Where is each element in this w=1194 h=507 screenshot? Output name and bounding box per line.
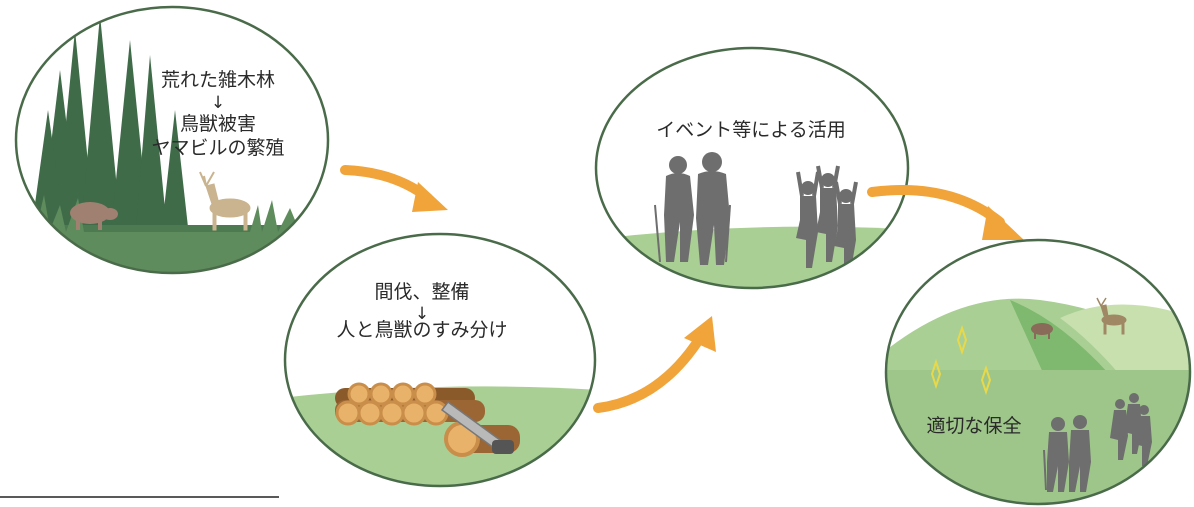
stage-neglected-line-3: 鳥獣被害 xyxy=(180,113,256,135)
stage-events-line-1: イベント等による活用 xyxy=(656,119,845,141)
sparkle-icons xyxy=(930,324,992,396)
arrow-1 xyxy=(340,165,448,212)
stage-neglected: 荒れた雑木林 ↓ 鳥獣被害 ヤマビルの繁殖 xyxy=(14,5,330,275)
stage-thinning-line-1: 間伐、整備 xyxy=(374,281,469,303)
stage-thinning-line-3: 人と鳥獣のすみ分け xyxy=(336,319,507,341)
stage-events: イベント等による活用 xyxy=(594,46,910,290)
stage-thinning: 間伐、整備 ↓ 人と鳥獣のすみ分け xyxy=(283,232,597,488)
arrow-3 xyxy=(867,185,1024,240)
stage-neglected-line-2: ↓ xyxy=(211,93,225,113)
stage-conservation-line-1: 適切な保全 xyxy=(926,415,1021,437)
yoga-people-icon-small xyxy=(1110,393,1152,466)
arrow-2 xyxy=(593,316,716,413)
hikers-icon xyxy=(654,152,731,265)
yoga-people-icon xyxy=(796,165,858,276)
hikers-icon-small xyxy=(1043,415,1091,492)
saw-icon xyxy=(440,400,514,454)
stage-conservation: 適切な保全 xyxy=(884,238,1192,506)
deer-icon-small xyxy=(1096,297,1127,335)
stage-neglected-line-4: ヤマビルの繁殖 xyxy=(151,137,284,159)
deer-icon xyxy=(199,171,251,231)
stage-neglected-line-1: 荒れた雑木林 xyxy=(161,69,275,91)
stage-thinning-line-2: ↓ xyxy=(415,304,429,324)
boar-icon-small xyxy=(1031,323,1053,339)
boar-icon xyxy=(70,202,118,230)
